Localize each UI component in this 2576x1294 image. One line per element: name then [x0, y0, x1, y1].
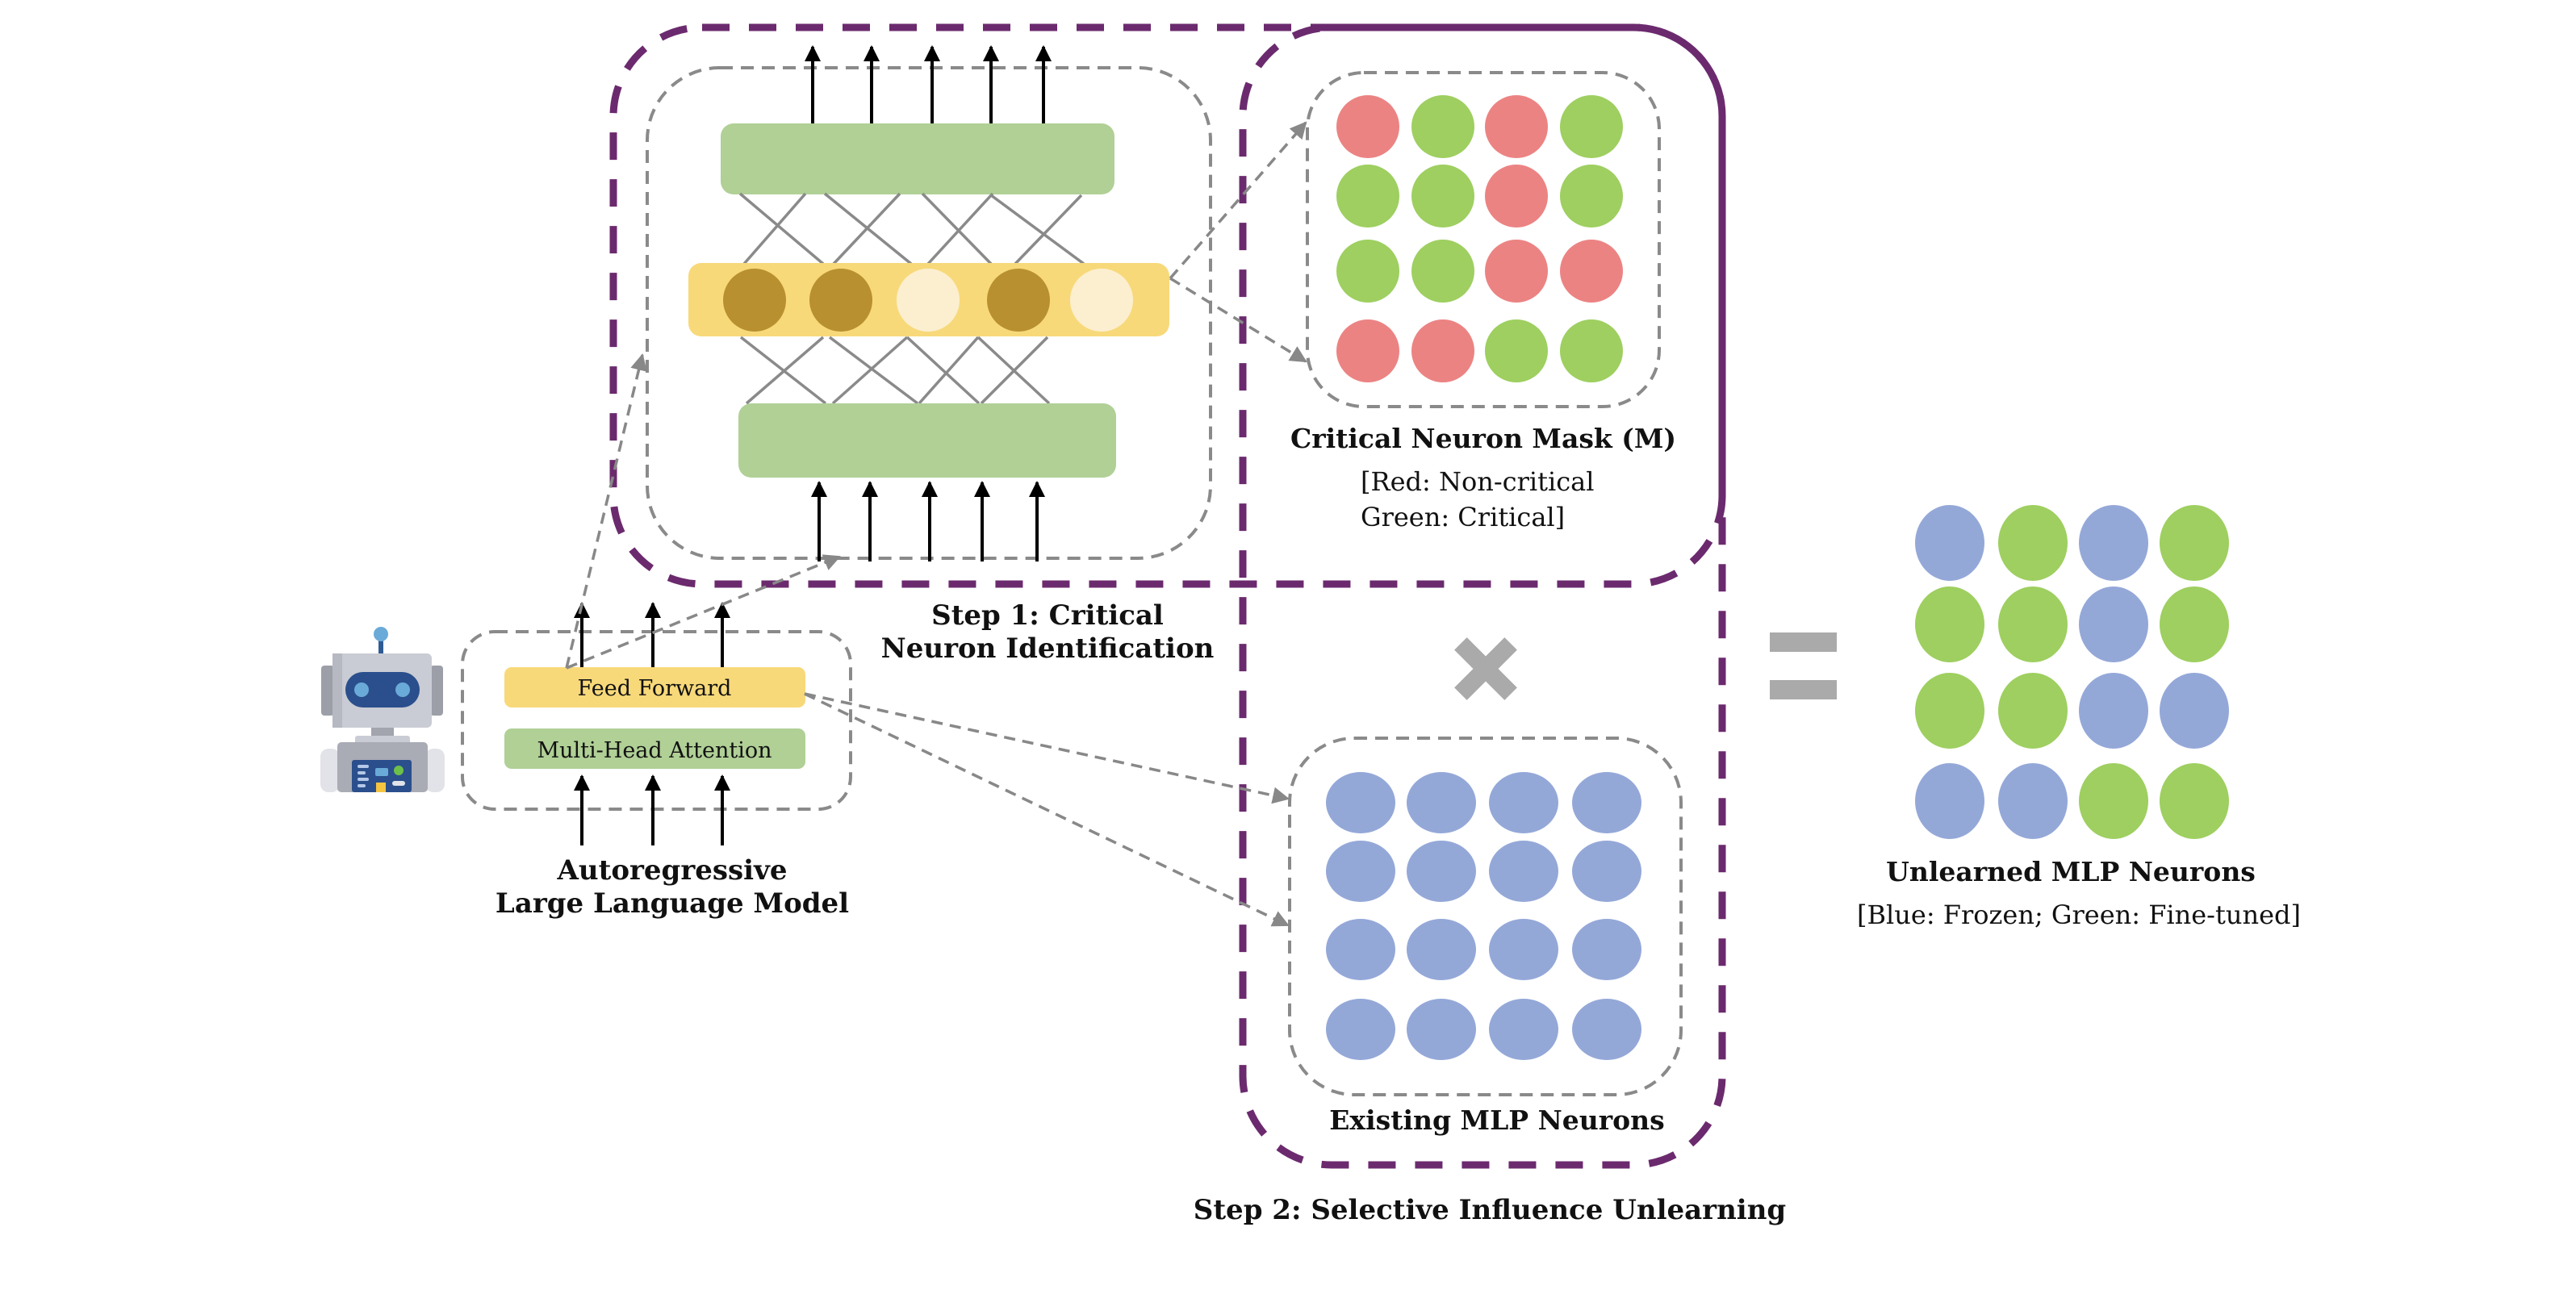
result-neuron [1998, 763, 2068, 839]
result-neuron [2160, 763, 2229, 839]
ffn-input-layer [738, 403, 1116, 478]
result-neuron [2160, 586, 2229, 662]
ffn-neuron [1070, 269, 1133, 332]
ffn-to-mask-arrow-upper [1169, 121, 1307, 280]
ff-to-existing-arrow-lower [804, 692, 1290, 927]
mask-legend-line1: [Red: Non-critical [1361, 466, 1594, 497]
existing-neuron [1572, 999, 1641, 1060]
step1-title-line1: Step 1: Critical [931, 599, 1164, 632]
llm-title-line1: Autoregressive [557, 854, 788, 887]
result-neuron [1998, 505, 2068, 581]
llm-input-arrows [574, 774, 730, 845]
existing-neuron [1407, 841, 1476, 902]
existing-neuron [1326, 919, 1395, 980]
mask-neuron [1336, 240, 1399, 303]
existing-neuron [1326, 999, 1395, 1060]
ffn-connections-top [738, 192, 1085, 265]
feed-forward-block [504, 667, 805, 708]
mask-neuron [1485, 240, 1548, 303]
result-title: Unlearned MLP Neurons [1886, 856, 2256, 887]
llm-box [461, 630, 852, 811]
ff-to-ffn-arrow-left [565, 353, 647, 669]
existing-neuron [1572, 772, 1641, 833]
existing-box [1288, 737, 1683, 1096]
mask-neuron [1411, 319, 1474, 382]
mask-neuron [1560, 240, 1623, 303]
attention-block [504, 728, 805, 769]
result-neuron [1915, 673, 1984, 749]
existing-neuron [1407, 999, 1476, 1060]
ffn-neuron [809, 269, 872, 332]
mask-grid [1336, 95, 1623, 382]
mask-neuron [1560, 165, 1623, 227]
mask-legend-line2: Green: Critical] [1361, 502, 1565, 532]
ffn-neurons [723, 269, 1133, 332]
result-neuron [1998, 673, 2068, 749]
ff-to-existing-arrow-upper [804, 692, 1290, 804]
existing-neuron [1572, 919, 1641, 980]
result-neuron [2160, 673, 2229, 749]
equals-icon [1770, 632, 1837, 699]
mask-neuron [1560, 95, 1623, 158]
mask-neuron [1485, 95, 1548, 158]
result-neuron [1915, 586, 1984, 662]
mask-box [1306, 71, 1661, 408]
mask-neuron [1336, 165, 1399, 227]
existing-neuron [1407, 772, 1476, 833]
result-grid [1915, 505, 2229, 839]
mask-neuron [1411, 165, 1474, 227]
mask-title: Critical Neuron Mask (M) [1290, 423, 1676, 454]
existing-neuron [1489, 841, 1558, 902]
ff-to-ffn-arrow-bottom [566, 554, 841, 670]
mask-neuron [1411, 95, 1474, 158]
ffn-output-arrows [805, 45, 1052, 123]
result-legend: [Blue: Frozen; Green: Fine-tuned] [1857, 900, 2301, 930]
ffn-neuron [723, 269, 786, 332]
result-neuron [2079, 505, 2148, 581]
mask-neuron [1485, 165, 1548, 227]
ffn-neuron [987, 269, 1050, 332]
existing-neuron [1572, 841, 1641, 902]
result-neuron [1915, 505, 1984, 581]
mask-neuron [1411, 240, 1474, 303]
result-neuron [2160, 505, 2229, 581]
existing-title: Existing MLP Neurons [1329, 1104, 1664, 1136]
robot-icon [320, 627, 445, 792]
existing-neuron [1326, 841, 1395, 902]
ffn-neuron [897, 269, 960, 332]
mask-neuron [1336, 319, 1399, 382]
mask-neuron [1560, 319, 1623, 382]
result-neuron [2079, 673, 2148, 749]
feed-forward-label: Feed Forward [578, 676, 732, 701]
result-neuron [2079, 586, 2148, 662]
existing-neuron [1489, 919, 1558, 980]
mask-neuron [1485, 319, 1548, 382]
result-neuron [1998, 586, 2068, 662]
ffn-to-mask-arrow-lower [1169, 277, 1307, 363]
llm-output-arrows [574, 602, 730, 667]
existing-neuron [1489, 772, 1558, 833]
step1-title-line2: Neuron Identification [881, 632, 1215, 665]
mask-neuron [1336, 95, 1399, 158]
existing-neuron [1489, 999, 1558, 1060]
result-neuron [1915, 763, 1984, 839]
result-neuron [2079, 763, 2148, 839]
step2-border [1239, 23, 1726, 1169]
attention-label: Multi-Head Attention [537, 738, 772, 763]
ffn-connections-bottom [739, 336, 1051, 405]
existing-grid [1326, 772, 1641, 1060]
multiply-icon [1454, 637, 1517, 700]
existing-neuron [1407, 919, 1476, 980]
llm-title-line2: Large Language Model [496, 887, 849, 920]
step2-title: Step 2: Selective Influence Unlearning [1194, 1194, 1786, 1226]
existing-neuron [1326, 772, 1395, 833]
ffn-output-layer [721, 123, 1114, 194]
ffn-input-arrows [811, 481, 1045, 561]
